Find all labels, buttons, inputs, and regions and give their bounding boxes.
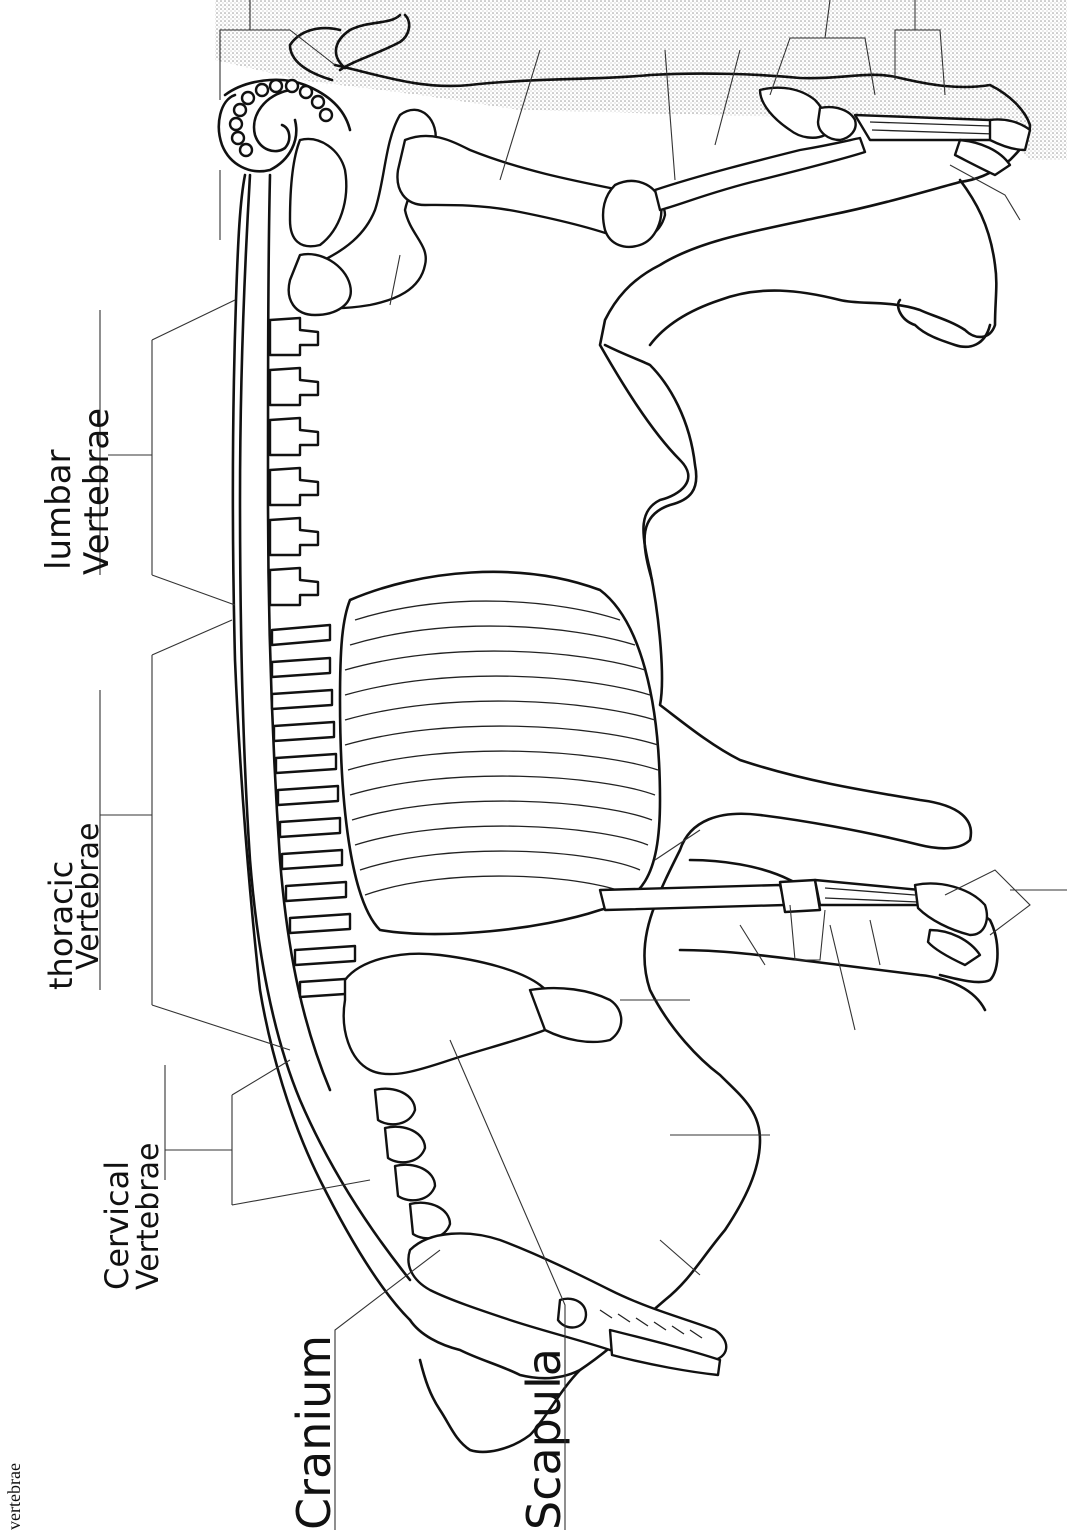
lumbar-label-line2: Vertebrae	[77, 408, 117, 575]
humerus	[530, 988, 621, 1042]
lumbar-label-line1: lumbar	[39, 449, 79, 570]
thoracic-processes	[272, 625, 360, 997]
front-leg-bones	[600, 880, 987, 965]
rib-cage	[340, 572, 660, 934]
scapula	[344, 954, 556, 1074]
cranium-label: Cranium	[287, 1335, 341, 1530]
corner-caption: vertebrae	[4, 1463, 24, 1530]
lumbar-processes	[270, 318, 318, 605]
cervical-label-line2: Vertebrae	[131, 1143, 166, 1290]
femur	[397, 136, 665, 247]
thoracic-label-line2: Vertebrae	[71, 823, 106, 970]
cervical-processes	[375, 1089, 450, 1239]
scapula-label: Scapula	[517, 1348, 571, 1530]
